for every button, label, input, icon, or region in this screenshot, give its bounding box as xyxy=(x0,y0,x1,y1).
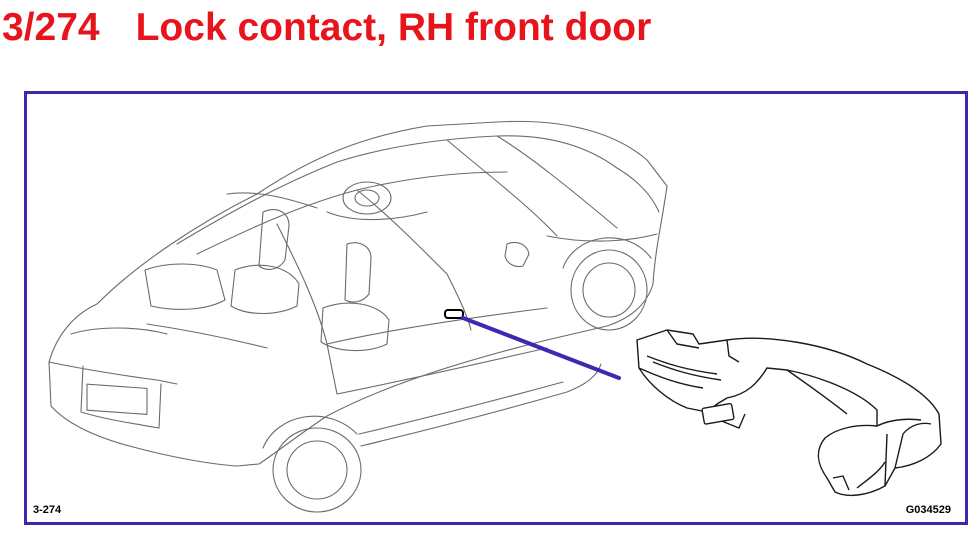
door-handle-detail xyxy=(636,329,942,497)
car-illustration xyxy=(48,120,668,513)
page-title: 3/274 Lock contact, RH front door xyxy=(2,3,651,53)
pointer-line xyxy=(461,316,621,380)
illustration xyxy=(48,120,942,513)
component-number: 3/274 xyxy=(2,6,100,49)
lock-contact-marker xyxy=(444,309,464,319)
figure-code-right: G034529 xyxy=(905,504,951,516)
component-name: Lock contact, RH front door xyxy=(135,6,652,49)
illustration-frame: 3-274 G034529 xyxy=(24,91,968,525)
figure-code-left: 3-274 xyxy=(33,504,62,516)
